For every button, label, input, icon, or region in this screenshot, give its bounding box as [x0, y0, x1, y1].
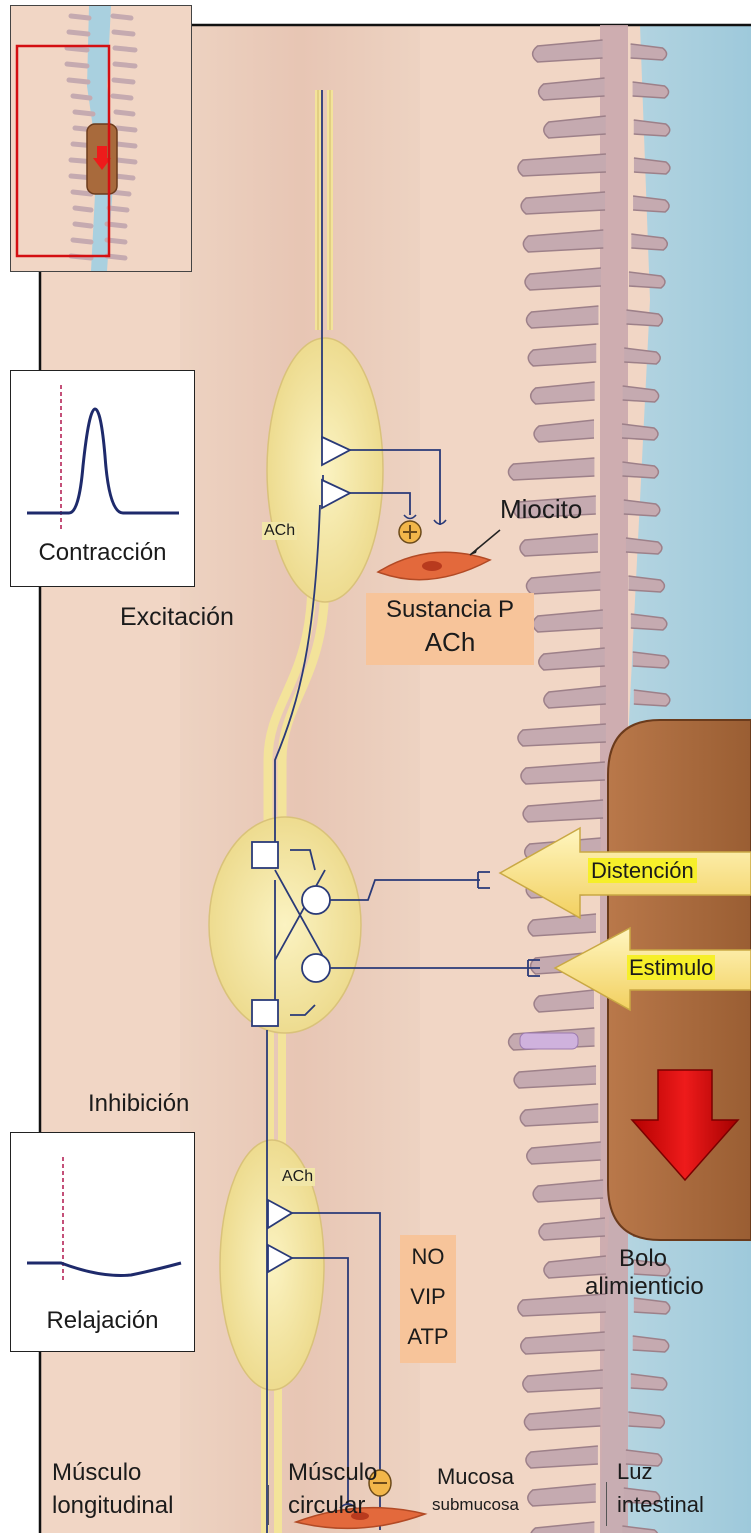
plus-sign-icon	[399, 521, 421, 543]
excitatory-transmitters: Sustancia P ACh	[366, 593, 534, 665]
upper-ganglion	[267, 338, 383, 602]
ach-lower-label: ACh	[280, 1168, 315, 1186]
bolus-label: Bolo alimienticio	[585, 1245, 751, 1301]
layer-circular-label: Músculo circular	[288, 1456, 377, 1522]
relaxation-panel: Relajación	[10, 1132, 195, 1352]
middle-ganglion	[209, 817, 361, 1033]
distension-label: Distención	[588, 858, 697, 883]
contraction-panel: Contracción	[10, 370, 195, 587]
inhibition-label: Inhibición	[88, 1090, 189, 1118]
no-label: NO	[400, 1237, 456, 1277]
overview-thumbnail	[10, 5, 192, 272]
layer-longitudinal-label: Músculo longitudinal	[52, 1456, 173, 1522]
relaxation-caption: Relajación	[11, 1307, 194, 1335]
layer-mucosa-label: Mucosa submucosa	[432, 1462, 519, 1518]
atp-label: ATP	[400, 1317, 456, 1357]
vip-label: VIP	[400, 1277, 456, 1317]
stimulus-label: Estimulo	[627, 955, 715, 980]
layer-lumen-label: Luz intestinal	[617, 1455, 704, 1521]
inhibitory-transmitters: NO VIP ATP	[400, 1235, 456, 1363]
contraction-caption: Contracción	[11, 539, 194, 567]
ach-upper-label: ACh	[262, 522, 297, 540]
substance-p-label: Sustancia P	[366, 593, 534, 626]
myocyte-label: Miocito	[500, 495, 582, 525]
ach-excitatory-label: ACh	[366, 626, 534, 659]
excitation-label: Excitación	[120, 603, 234, 632]
